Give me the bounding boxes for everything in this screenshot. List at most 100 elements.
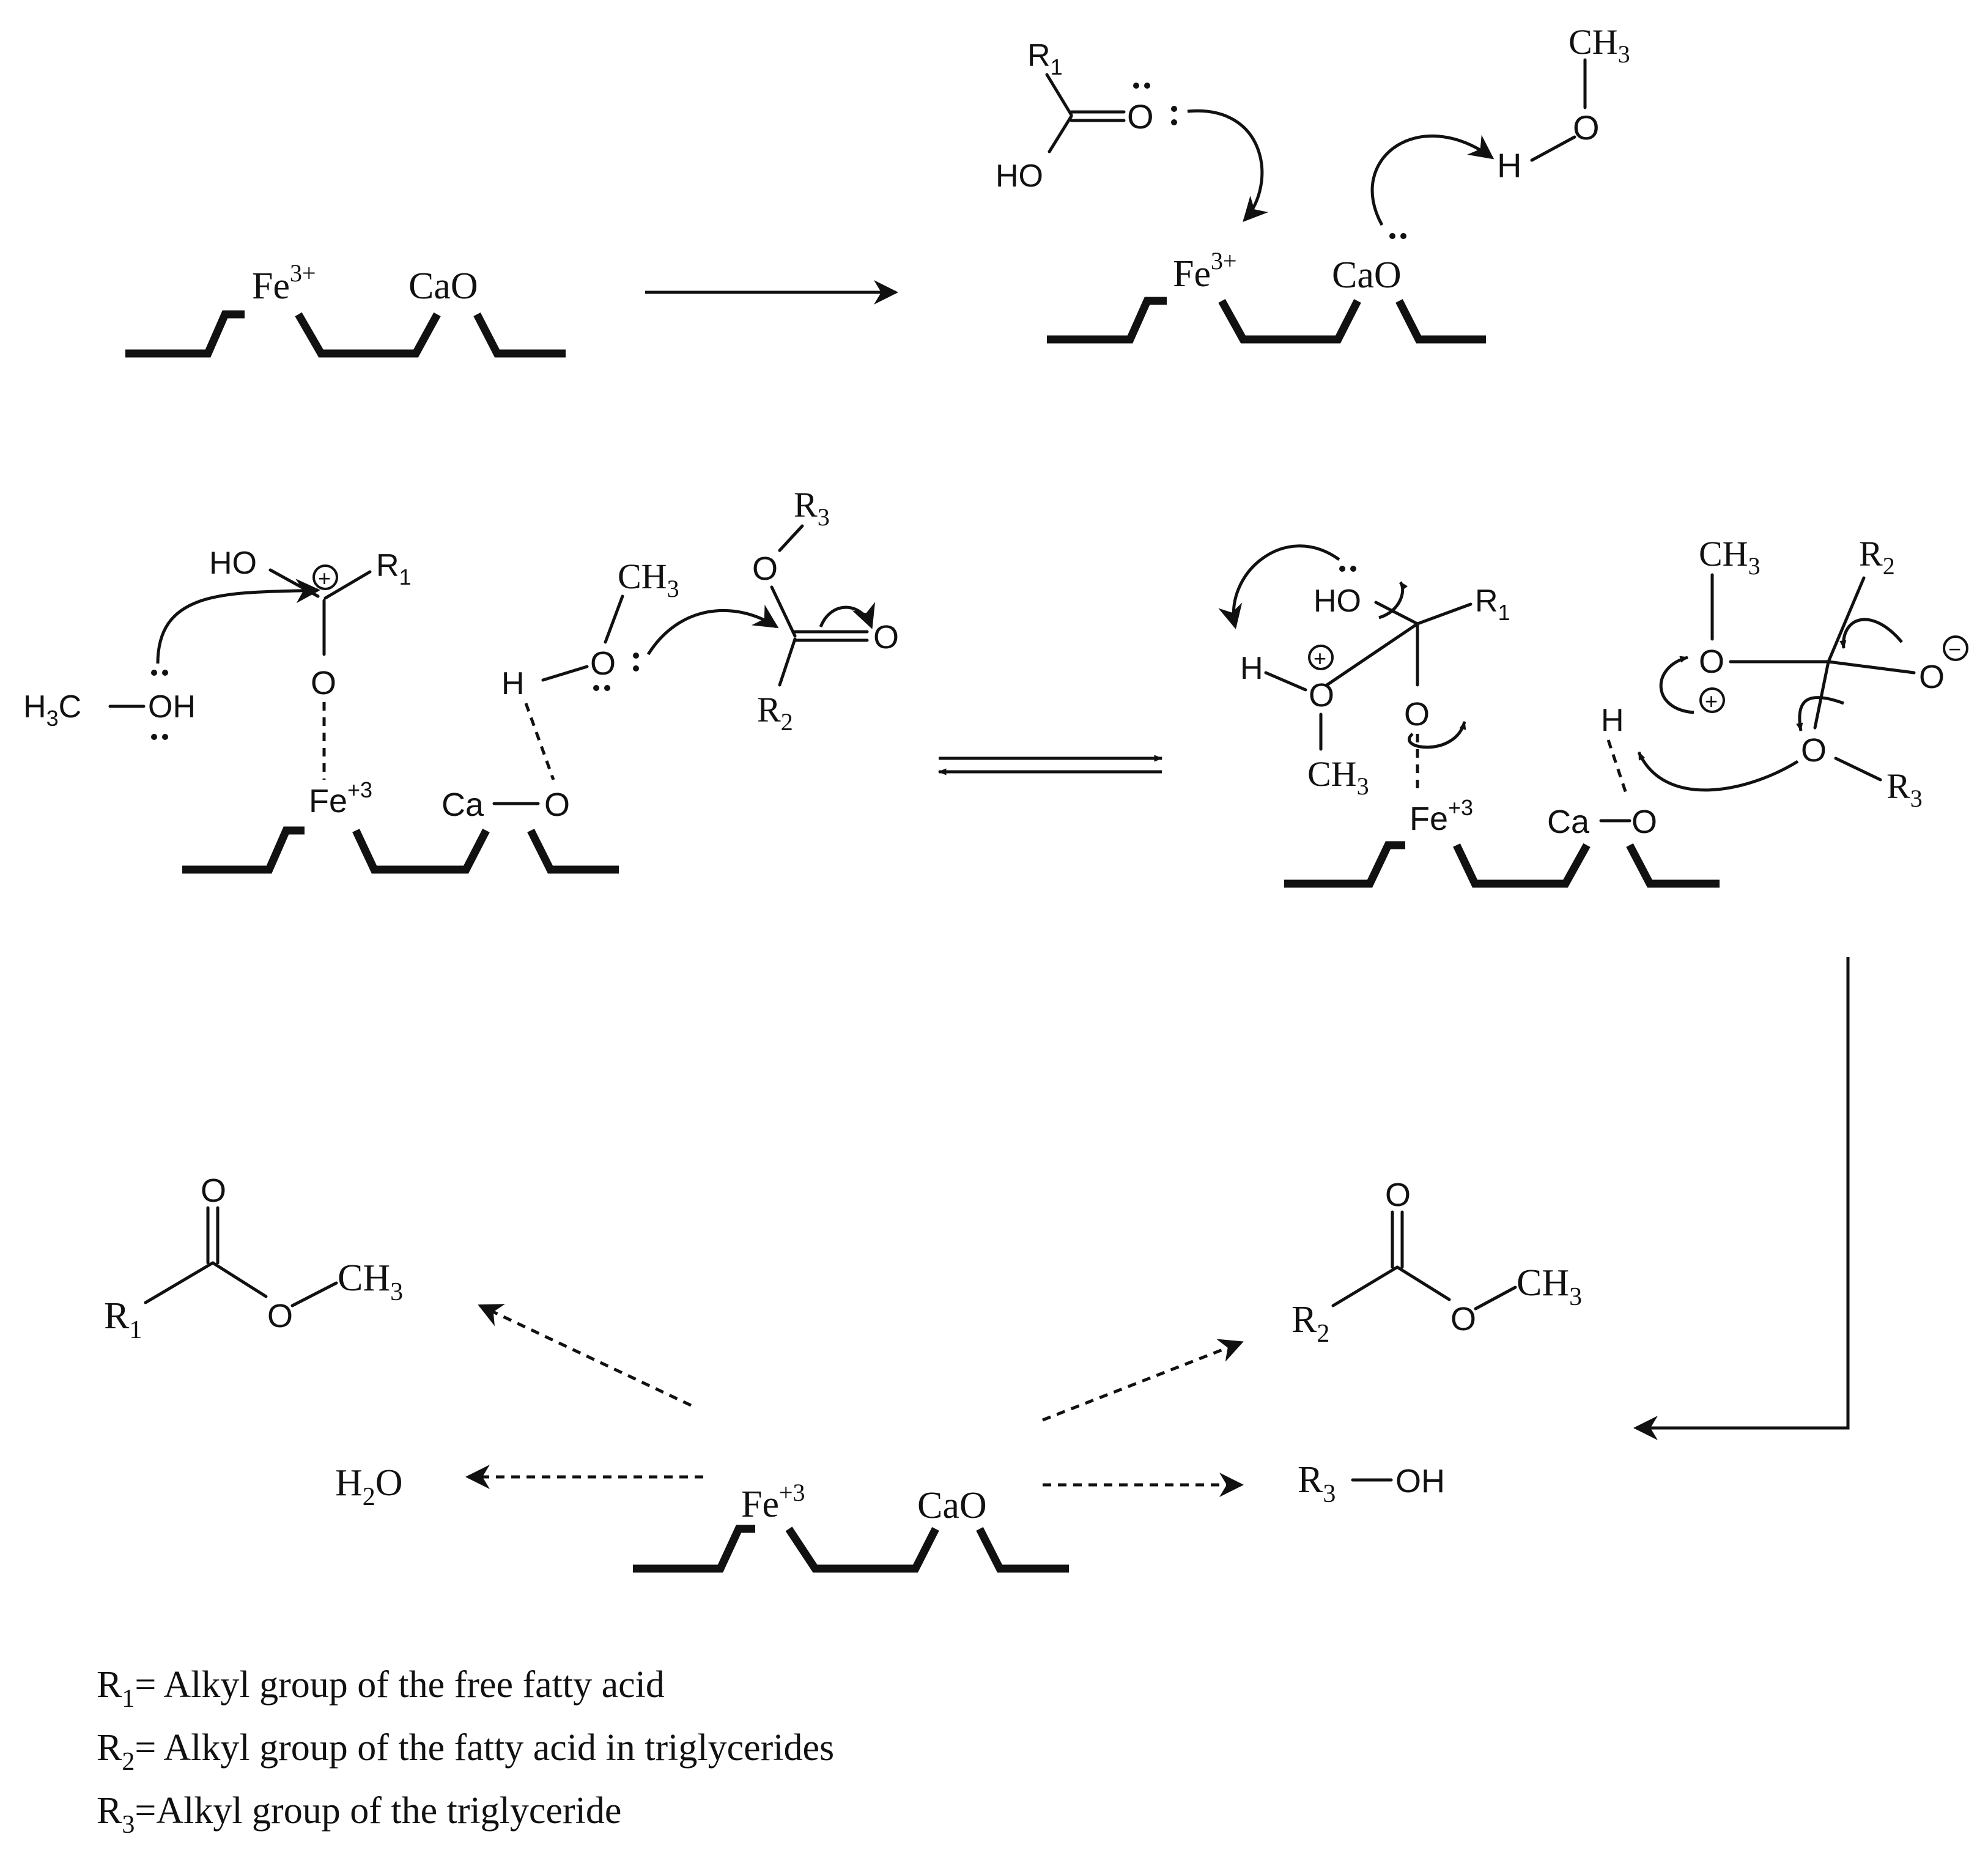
ca-label: Ca (442, 786, 484, 823)
fe-charge: 3+ (1211, 247, 1237, 275)
svg-text:Fe3+: Fe3+ (1173, 247, 1237, 295)
r2-label: R (1859, 534, 1883, 574)
oxonium-h: H (1240, 651, 1263, 686)
legend: R1= Alkyl group of the free fatty acid R… (97, 1664, 834, 1839)
ch3-label: CH (338, 1257, 390, 1299)
hydroxyl-label: HO (996, 158, 1043, 194)
ch3-label: CH (1569, 22, 1618, 62)
svg-text:CH3: CH3 (338, 1257, 403, 1306)
ca-label: Ca (1547, 804, 1590, 840)
electron-arrow (1637, 751, 1799, 792)
svg-text:Fe+3: Fe+3 (309, 777, 372, 819)
svg-text:R3: R3 (1298, 1459, 1336, 1508)
r2-label: R (1291, 1299, 1317, 1341)
electron-arrow (1408, 720, 1466, 749)
r2-label: R (757, 690, 781, 730)
fe-label: Fe (252, 265, 290, 307)
fe-label: Fe (1173, 253, 1211, 295)
svg-text:+: + (1314, 646, 1326, 671)
svg-text:R1: R1 (1027, 38, 1063, 80)
h3c-label: H (23, 689, 46, 725)
ch3-label: CH (1307, 754, 1357, 794)
fe-charge: +3 (779, 1479, 805, 1506)
electron-arrow (1218, 544, 1340, 629)
oxonium-o: O (1309, 677, 1334, 714)
svg-text:R3: R3 (1886, 766, 1923, 812)
carbonyl-o: O (1127, 97, 1154, 136)
methanol-o: O (1573, 108, 1600, 147)
ch3-label: CH (1517, 1262, 1569, 1304)
panel-2-adsorption: Fe3+ CaO R1 O HO CH3 O H (996, 22, 1630, 344)
svg-text:Fe+3: Fe+3 (741, 1479, 805, 1525)
product-release-arrow (1633, 957, 1850, 1440)
svg-text:CH3: CH3 (1517, 1262, 1582, 1311)
svg-text:R1: R1 (104, 1295, 142, 1344)
electron-arrow (1839, 618, 1903, 649)
electron-arrow (1370, 134, 1495, 226)
cao-label: CaO (408, 265, 478, 307)
svg-text:CH3: CH3 (1307, 754, 1369, 800)
legend-item-r2: R2= Alkyl group of the fatty acid in tri… (97, 1727, 834, 1776)
fe-label: Fe (309, 783, 347, 819)
svg-text:R2: R2 (1859, 534, 1895, 580)
methanol-oh: OH (148, 689, 196, 725)
ester-o: O (1801, 732, 1827, 769)
r1-label: R (376, 548, 399, 583)
catalyst-surface (1284, 841, 1720, 888)
svg-text:CH3: CH3 (618, 557, 679, 602)
hydrogen-bond (524, 703, 555, 780)
hydroxyl-label: HO (1314, 583, 1361, 619)
panel-5-products: Fe+3 CaO R1 O O CH3 H2O R2 O O CH3 R3 OH (104, 1172, 1582, 1573)
fe-charge: +3 (1448, 795, 1473, 820)
methanol-h: H (501, 666, 525, 701)
carbonyl-o: O (1385, 1177, 1411, 1213)
catalyst-surface (125, 310, 566, 358)
svg-text:−: − (1948, 637, 1961, 662)
ester-o: O (752, 550, 778, 587)
ch3-label: CH (1699, 534, 1748, 574)
release-arrow (478, 1304, 692, 1407)
methoxy-o: O (1699, 643, 1724, 680)
svg-text:R1: R1 (376, 548, 412, 590)
r3-label: R (794, 485, 818, 525)
panel-3-activation: Fe+3 Ca O HO + R1 O H3C OH CH3 O H R3 O (23, 485, 899, 874)
svg-text:Fe+3: Fe+3 (1410, 795, 1473, 837)
electron-arrow (1796, 696, 1844, 732)
ester-o: O (267, 1298, 293, 1334)
electron-arrow (819, 602, 876, 629)
svg-text:CH3: CH3 (1699, 534, 1761, 580)
catalyst-surface (633, 1525, 1069, 1573)
carbonyl-o: O (201, 1172, 226, 1209)
fe-charge: 3+ (290, 259, 316, 287)
r1-label: R (104, 1295, 130, 1337)
catalyst-surface (1047, 297, 1486, 344)
hydroxyl-label: HO (209, 546, 257, 581)
surface-o: O (544, 786, 570, 823)
electron-arrow (1187, 109, 1269, 222)
methanol-h: H (1497, 146, 1521, 185)
r1-label: R (1027, 38, 1051, 73)
fe-charge: +3 (347, 777, 372, 802)
panel-4-intermediate: Fe+3 Ca O HO R1 O O + H CH3 CH3 O + R2 O (1218, 534, 1968, 888)
svg-text:R2: R2 (1291, 1299, 1329, 1348)
electron-arrow (156, 579, 320, 664)
electron-arrow (1659, 656, 1694, 714)
carbonyl-o: O (311, 665, 336, 701)
legend-item-r1: R1= Alkyl group of the free fatty acid (97, 1664, 665, 1713)
cao-label: CaO (917, 1485, 987, 1526)
carbonyl-o: O (873, 619, 899, 656)
r1-label: R (1475, 583, 1498, 619)
svg-text:CH3: CH3 (1569, 22, 1630, 68)
legend-item-r3: R3=Alkyl group of the triglyceride (97, 1790, 621, 1839)
fe-label: Fe (1410, 801, 1448, 837)
plus-charge: + (318, 566, 331, 591)
electron-arrow (646, 604, 779, 656)
water-label: H (335, 1462, 363, 1504)
panel-1-surface: Fe3+ CaO (125, 259, 566, 358)
svg-text:+: + (1705, 689, 1718, 714)
release-arrow (1042, 1339, 1244, 1422)
cao-label: CaO (1332, 254, 1402, 296)
alkoxide-o: O (1919, 659, 1945, 695)
ffa-o: O (1404, 696, 1430, 733)
